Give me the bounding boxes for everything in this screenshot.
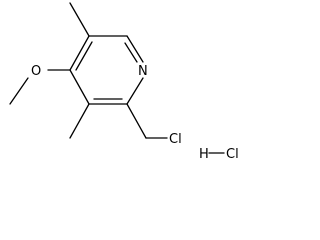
salt-chlorine-atom-label: Cl	[226, 147, 239, 162]
substituents	[9, 2, 168, 139]
ring-bond-n-c2	[126, 77, 144, 105]
ring-bond-c4-c5	[69, 35, 90, 71]
ring-bond-c6-n-double	[124, 42, 138, 63]
methyl-bond-bottom	[69, 103, 90, 139]
ring-bond-c3-c4	[69, 69, 90, 105]
ring-bond-c6-n	[126, 35, 144, 63]
pyridine-ring	[69, 35, 144, 105]
hydrochloride-salt: H Cl	[199, 147, 239, 162]
nitrogen-atom-label: N	[138, 64, 148, 79]
hydrogen-atom-label: H	[199, 147, 209, 162]
ring-bond-c4-c5-double	[75, 41, 93, 71]
methoxy-bond-o-methyl	[9, 77, 29, 105]
methyl-bond-top	[69, 2, 90, 37]
chlorine-atom-label: Cl	[169, 132, 182, 147]
chloromethyl-bond-ring-ch2	[126, 103, 147, 139]
oxygen-atom-label: O	[31, 64, 41, 79]
chemical-structure-diagram: N O Cl H Cl	[9, 2, 239, 162]
structure-canvas: N O Cl H Cl	[9, 2, 239, 162]
